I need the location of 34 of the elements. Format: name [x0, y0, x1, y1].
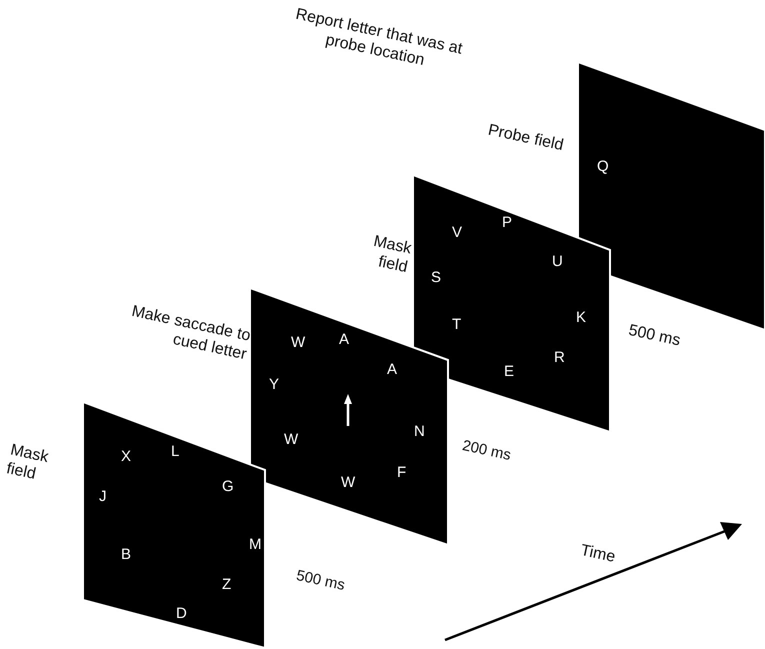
- duration-label: 500 ms: [626, 322, 683, 352]
- stimulus-letter: K: [576, 310, 586, 326]
- stimulus-letter: V: [452, 225, 462, 241]
- stimulus-letter: P: [502, 215, 512, 231]
- stimulus-letter: L: [171, 444, 180, 460]
- stimulus-letter: Z: [222, 577, 232, 593]
- stimulus-letter: X: [121, 449, 132, 465]
- stimulus-letter: B: [121, 547, 132, 563]
- stimulus-letter: W: [284, 432, 298, 448]
- stimulus-letter: F: [397, 465, 406, 481]
- stimulus-letter: A: [387, 362, 398, 378]
- instruction-text: Report letter that was at probe location: [293, 4, 465, 72]
- stimulus-letter: E: [504, 364, 514, 380]
- stimulus-letter: D: [176, 606, 187, 622]
- stimulus-letter: N: [414, 424, 425, 440]
- stimulus-letter: R: [554, 350, 565, 366]
- stimulus-letter: A: [339, 332, 350, 348]
- stimulus-letter: M: [249, 537, 262, 553]
- stimulus-letter: J: [99, 489, 106, 505]
- duration-label: 500 ms: [294, 567, 346, 594]
- panel-heading: Probe field: [486, 120, 566, 156]
- stimulus-letter: Y: [269, 377, 280, 393]
- stimulus-letter: W: [341, 475, 356, 491]
- panel-heading: Make saccade to cued letter: [129, 302, 252, 364]
- stimulus-letter: U: [552, 254, 563, 270]
- stimulus-letter: S: [431, 270, 442, 286]
- panel-heading: Mask field: [371, 232, 414, 278]
- stimulus-letter: W: [291, 335, 306, 351]
- stimulus-letter: Q: [597, 159, 609, 175]
- panel-heading: Mask field: [4, 440, 51, 485]
- duration-label: 200 ms: [460, 437, 512, 464]
- stimulus-letter: G: [222, 479, 234, 495]
- stimulus-letter: T: [452, 317, 462, 333]
- axis-label: Time: [578, 542, 618, 568]
